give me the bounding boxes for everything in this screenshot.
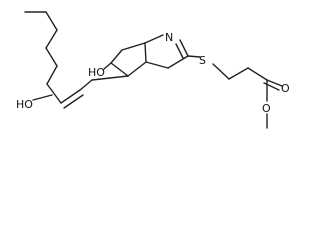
atom-label-carbonyl-oxygen: O	[281, 82, 290, 95]
skeletal-formula: HO HO N S O O	[16, 11, 290, 129]
atom-label-ring-hydroxyl: HO	[88, 66, 105, 79]
atom-label-sulfur: S	[199, 54, 206, 67]
atom-label-ester-oxygen: O	[262, 102, 271, 115]
atom-label-chain-hydroxyl: HO	[16, 98, 33, 111]
atom-label-ring-nitrogen: N	[165, 31, 173, 44]
atom-labels: HO HO N S O O	[16, 31, 290, 115]
butanoate-chain	[187, 55, 283, 129]
pentyl-chain	[24, 11, 58, 85]
hydroxy-alkene-side-chain	[32, 79, 93, 109]
bicyclic-core	[91, 34, 189, 81]
